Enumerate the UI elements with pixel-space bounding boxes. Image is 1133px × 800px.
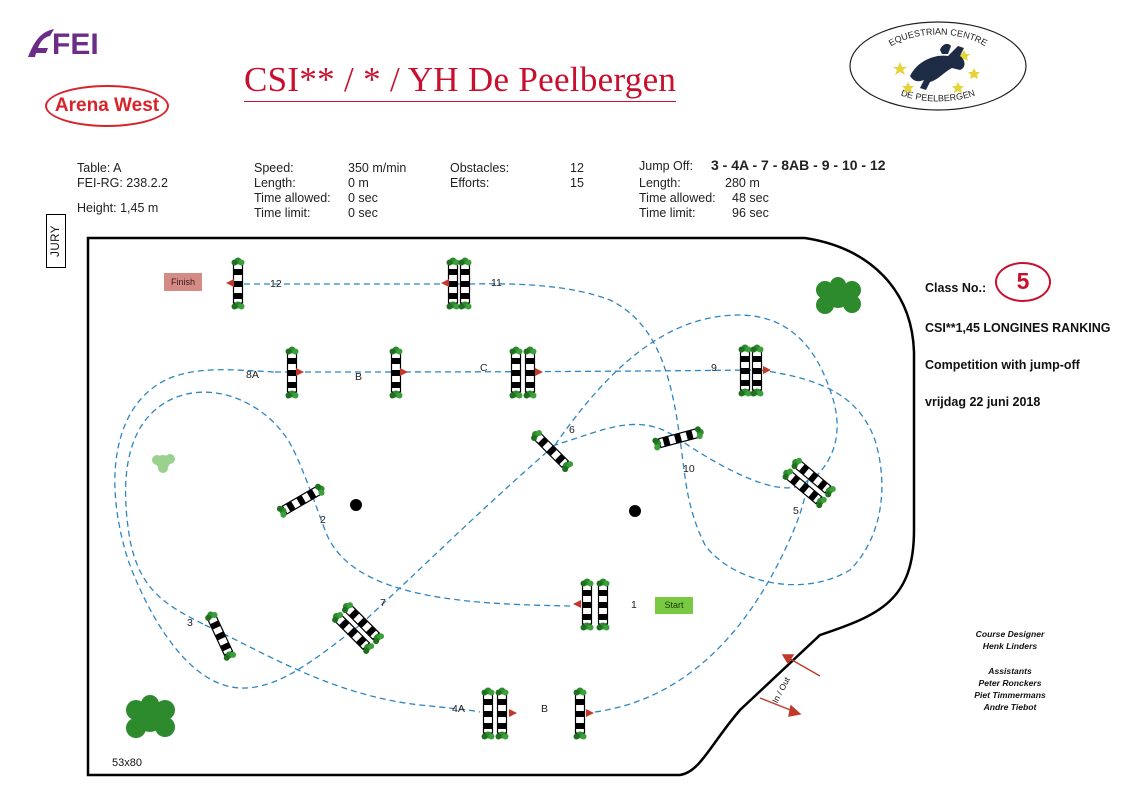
obstacle-label-5: 5 [793,505,799,517]
obstacle-1 [573,579,610,631]
arena-boundary [86,236,916,777]
obstacle-label-8a: 8A [246,369,259,381]
assistants-title: Assistants [988,666,1032,676]
obstacle-label-3: 3 [187,617,193,629]
efforts-label: Efforts: [450,176,490,190]
shrub-icon [816,277,861,314]
marker-dot [629,505,641,517]
jump-off-info: Jump Off:3 - 4A - 7 - 8AB - 9 - 10 - 12 … [639,157,919,221]
length-value: 0 m [348,176,369,190]
assistant-name: Piet Timmermans [974,690,1046,700]
fei-rg-text: FEI-RG: 238.2.2 [77,176,169,190]
obstacle-label-6: 6 [569,424,575,436]
page-title: CSI** / * / YH De Peelbergen [244,60,677,102]
club-logo: EQUESTRIAN CENTRE DE PEELBERGEN [849,21,1027,111]
obstacle-8c [510,347,543,399]
time-allowed-value: 0 sec [348,191,378,205]
height-text: Height: 1,45 m [77,201,159,215]
shrub-icon [152,454,175,473]
designer-name: Henk Linders [982,641,1038,651]
competition-type: Competition with jump-off [925,358,1080,372]
obstacle-8b [390,347,408,399]
obstacle-4b [574,688,594,740]
competition-date: vrijdag 22 juni 2018 [925,395,1041,409]
course-info-col2: Speed: 350 m/min Length: 0 m Time allowed:… [254,161,434,221]
obstacle-5 [780,455,837,509]
finish-marker: Finish [164,273,202,291]
obstacle-label-2: 2 [320,514,326,526]
obstacle-label-8c: C [480,362,488,374]
speed-label: Speed: [254,161,294,175]
obstacle-12 [226,258,245,310]
jo-time-limit-value: 96 sec [732,206,769,220]
obstacle-label-12: 12 [270,278,282,290]
jo-time-limit-label: Time limit: [639,206,696,220]
jump-off-sequence: 3 - 4A - 7 - 8AB - 9 - 10 - 12 [711,157,886,173]
obstacle-label-4a: 4A [452,703,465,715]
horse-jumper-icon [910,43,965,90]
speed-value: 350 m/min [348,161,407,175]
obstacle-6 [528,427,574,473]
jury-box: JURY [46,214,66,268]
arena-dimensions: 53x80 [112,757,142,769]
obstacle-label-4b: B [541,703,549,715]
time-limit-value: 0 sec [348,206,378,220]
start-marker: Start [655,597,693,614]
obstacle-label-10: 10 [683,463,695,475]
class-name: CSI**1,45 LONGINES RANKING [925,321,1111,335]
assistant-name: Andre Tiebot [983,702,1037,712]
in-out-arrows-icon [759,654,821,717]
jump-off-label: Jump Off: [639,159,693,173]
class-no-label: Class No.: [925,281,987,295]
efforts-value: 15 [570,176,584,190]
marker-dot [350,499,362,511]
class-no-value: 5 [995,262,1051,302]
table-text: Table: A [77,161,122,175]
length-label: Length: [254,176,296,190]
obstacle-4a [482,688,517,740]
arena-badge: Arena West [45,85,169,127]
shrub-icon [126,695,175,738]
jo-time-allowed-value: 48 sec [732,191,769,205]
obstacle-label-11: 11 [491,277,502,289]
course-info-col3: Obstacles: 12 Efforts: 15 [450,161,590,191]
assistant-name: Peter Ronckers [978,678,1042,688]
jo-length-label: Length: [639,176,681,190]
time-limit-label: Time limit: [254,206,311,220]
jo-time-allowed-label: Time allowed: [639,191,716,205]
time-allowed-label: Time allowed: [254,191,331,205]
obstacles-label: Obstacles: [450,161,510,175]
obstacle-label-8b: B [355,371,363,383]
jo-length-value: 280 m [725,176,760,190]
fei-logo: FEI [28,28,99,60]
obstacle-8a [286,347,304,399]
obstacle-9 [739,345,771,397]
obstacle-label-1: 1 [631,599,637,611]
designer-title: Course Designer [975,629,1045,639]
credits-block: Course Designer Henk Linders Assistants … [955,628,1065,713]
course-info-col1: Table: A FEI-RG: 238.2.2 Height: 1,45 m [77,161,168,216]
obstacle-3 [203,609,237,662]
fei-logo-text: FEI [52,28,99,60]
obstacle-11 [441,258,472,310]
obstacles-value: 12 [570,161,584,175]
obstacle-label-7: 7 [380,597,386,609]
obstacle-label-9: 9 [711,362,717,374]
